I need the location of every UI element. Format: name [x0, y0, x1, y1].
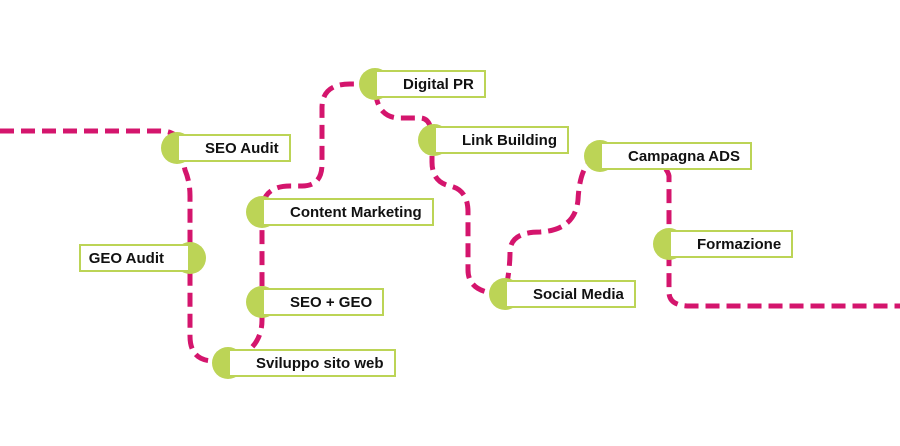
- label-content-marketing: Content Marketing: [262, 198, 434, 226]
- label-seo-geo: SEO + GEO: [262, 288, 385, 316]
- label-link-building: Link Building: [434, 126, 569, 154]
- label-campagna-ads: Campagna ADS: [600, 142, 752, 170]
- label-formazione: Formazione: [669, 230, 794, 258]
- label-social-media: Social Media: [505, 280, 636, 308]
- label-digital-pr: Digital PR: [375, 70, 486, 98]
- label-sviluppo-sito-web: Sviluppo sito web: [228, 349, 396, 377]
- label-seo-audit: SEO Audit: [177, 134, 291, 162]
- label-geo-audit: GEO Audit: [78, 244, 190, 272]
